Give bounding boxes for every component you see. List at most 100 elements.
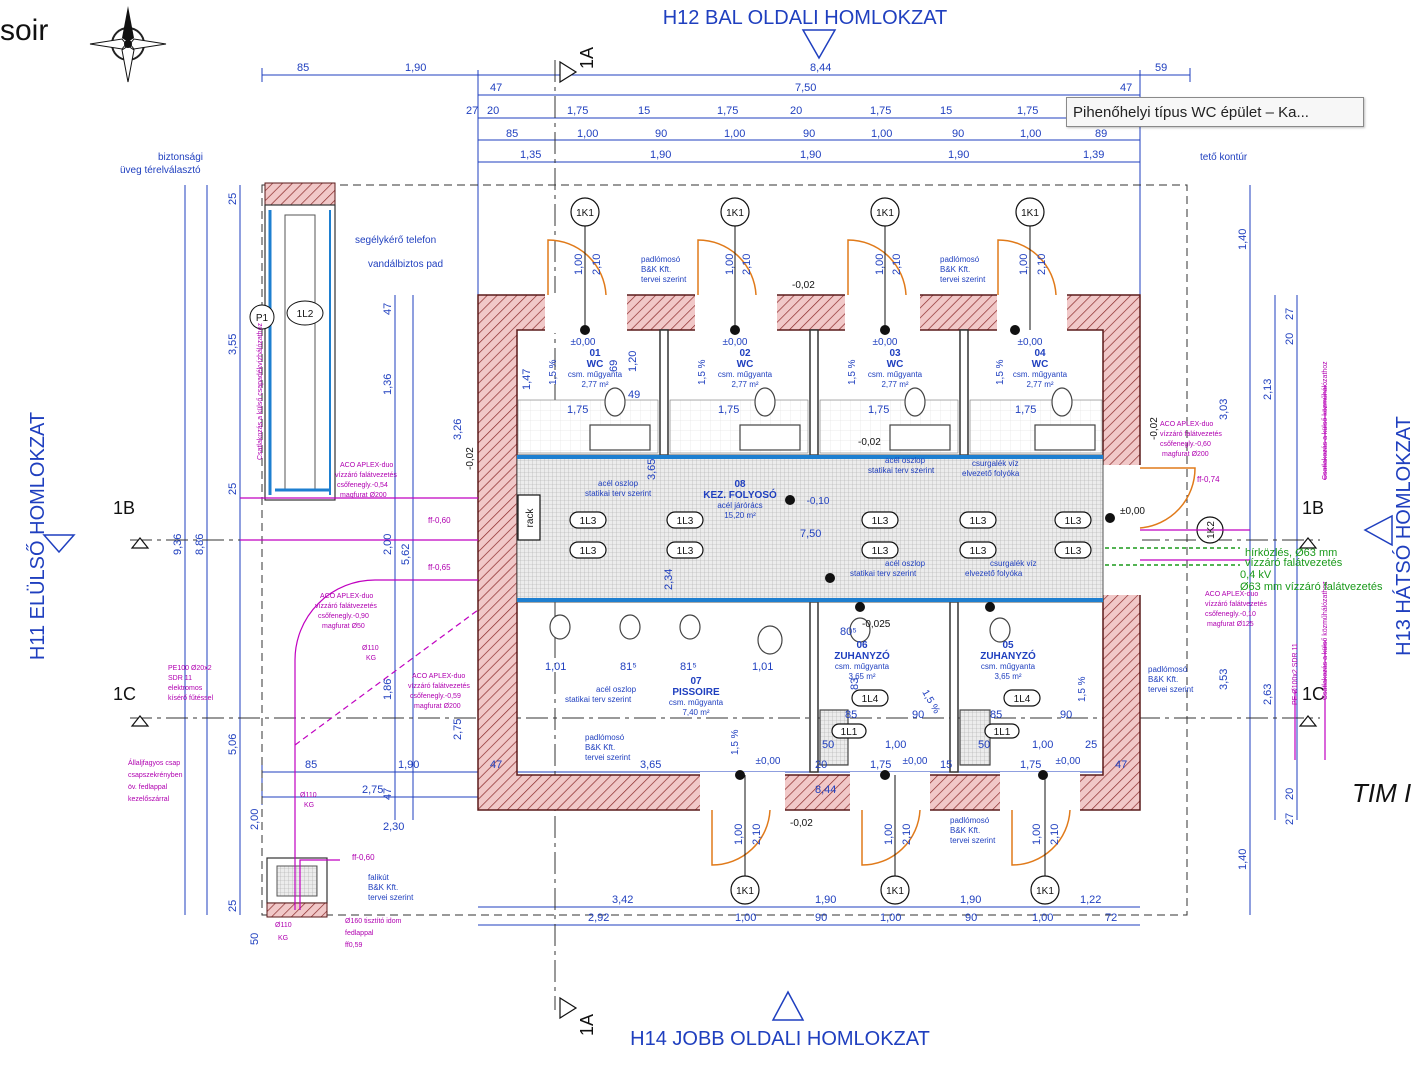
dim-t3-3: 15	[638, 105, 650, 117]
ann-floorwash-5b: B&K Kft.	[1148, 675, 1178, 684]
shw-w1: 85	[845, 709, 857, 721]
aco-l2-d: magfurat Ø50	[322, 623, 365, 630]
wc-width-4: 1,75	[1015, 404, 1036, 416]
room-03-name: WC	[887, 359, 904, 370]
dim-b1-2: 1,90	[960, 894, 981, 906]
door-bot-3: 1,00	[1031, 824, 1043, 845]
section-1a-top: 1A	[577, 47, 597, 69]
tag-boxes	[517, 494, 1092, 739]
dim-t3-7: 15	[940, 105, 952, 117]
dim-t3-5: 20	[790, 105, 802, 117]
aco-l3-b: vízzáró falátvezetés	[408, 683, 470, 690]
corr-h2: 2,34	[663, 569, 675, 590]
ann-dim-230: 2,30	[383, 821, 404, 833]
elevation-bottom-title: H14 JOBB OLDALI HOMLOKZAT	[630, 1028, 930, 1050]
dim-t4-7: 1,00	[1020, 128, 1041, 140]
dim-r-out-3: 1,40	[1237, 849, 1249, 870]
aco-r2-b: vízzáró falátvezetés	[1205, 601, 1267, 608]
section-1b-right: 1B	[1302, 498, 1324, 518]
ann-floorwash-1b: B&K Kft.	[641, 265, 671, 274]
depth-bot-1: 2,10	[751, 824, 763, 845]
inspection-b: fedlappal	[345, 930, 374, 937]
depth-bot-3: 2,10	[1049, 824, 1061, 845]
door-bot-2: 1,00	[883, 824, 895, 845]
room-08-name: KEZ. FOLYOSÓ	[703, 488, 777, 501]
elevation-markers	[42, 29, 1393, 1021]
room-04-area: 2,77 m²	[1026, 380, 1053, 389]
compass-icon	[89, 6, 167, 83]
corr-h1: 3,65	[646, 459, 658, 480]
ann-drip-2b: elvezető folyóka	[965, 569, 1023, 578]
shw-w4b: 1,00	[1032, 739, 1053, 751]
room-06-name: ZUHANYZÓ	[834, 649, 890, 662]
frost-tap-d: kezelőszárral	[128, 796, 170, 803]
ann-comm-1: hírközlés, Ø63 mm	[1245, 547, 1337, 559]
room-05-finish: csm. műgyanta	[981, 662, 1036, 671]
door-tag-05: 1K1	[1036, 886, 1054, 897]
ff-060-left: ff-0,60	[428, 516, 451, 525]
dim-t1-2: 8,44	[810, 62, 831, 74]
dim-b1-3: 1,22	[1080, 894, 1101, 906]
dim-t2-2: 47	[1120, 82, 1132, 94]
dim-r-out-1: 3,03	[1218, 399, 1230, 420]
room-labels: 01 WC csm. műgyanta 2,77 m² ±0,00 02 WC …	[568, 337, 1081, 767]
tray-tag-05: 1L1	[994, 727, 1011, 738]
room-08-level: -0,10	[807, 496, 830, 507]
ann-floorwash-5c: tervei szerint	[1148, 685, 1194, 694]
conn-right2: Csatlakozás a külső közműhálózathoz	[1322, 581, 1329, 700]
room-06-num: 06	[856, 640, 868, 651]
dim-l-in-1: 3,55	[227, 334, 239, 355]
roof-contour	[261, 184, 1188, 916]
dim-t5-3: 1,90	[948, 149, 969, 161]
dim-l-misc-2: 2,75	[452, 719, 464, 740]
wc-depth-4: 2,10	[1036, 254, 1048, 275]
conn-left: Csatlakozás a külső csapadékvízhálózatho…	[257, 323, 264, 460]
dim-t4-6: 90	[952, 128, 964, 140]
shw-w2b: 90	[1060, 709, 1072, 721]
pe-pipe-b: SDR 11	[168, 675, 192, 682]
pe-pipe-d: kísérő fűtéssel	[168, 695, 214, 702]
aco-r2-c: csőfenegly.-0,10	[1205, 611, 1256, 618]
room-07-name: PISSOIRE	[672, 687, 720, 698]
dim-b2-2: 90	[815, 912, 827, 924]
green-lines	[1105, 547, 1240, 566]
slope-07: 1,5 %	[730, 729, 741, 755]
wc-h1: 1,47	[521, 369, 533, 390]
wc-diag: 49	[628, 389, 640, 401]
dim-t4-3: 1,00	[724, 128, 745, 140]
room-03-level: ±0,00	[873, 337, 898, 348]
dim-t3-4: 1,75	[717, 105, 738, 117]
ann-steelpost-2b: statikai terv szerint	[868, 466, 935, 475]
dim-t2-0: 47	[490, 82, 502, 94]
rack-tag: rack	[525, 508, 536, 528]
dim-r-sm-0: 20	[1284, 333, 1296, 345]
room-05-num: 05	[1002, 640, 1014, 651]
level-top-door: -0,02	[792, 280, 815, 291]
pipe-kg2-b: KG	[304, 802, 314, 809]
dim-l-in2-0: 47	[382, 303, 394, 315]
dim-b3-6: 15	[940, 759, 952, 771]
level-left: -0,02	[465, 447, 476, 470]
ann-wall-well-2: B&K Kft.	[368, 883, 398, 892]
dim-b2-1: 1,00	[735, 912, 756, 924]
floor-level-labels: ff-0,60 ff-0,65 ff-0,74 ff-0,60	[352, 475, 1220, 862]
room-02-area: 2,77 m²	[731, 380, 758, 389]
pipe-kg2-a: Ø110	[300, 792, 317, 799]
ann-power-1: 0,4 kV	[1240, 569, 1272, 581]
door-tag-leaders	[584, 226, 1046, 876]
grate-tag-10: 1L3	[1065, 546, 1082, 557]
ann-floorwash-5a: padlómosó	[1148, 665, 1188, 674]
dim-t5-0: 1,35	[520, 149, 541, 161]
slope-05: 1,5 %	[1077, 676, 1088, 702]
dim-r-sm-2: 20	[1284, 788, 1296, 800]
grate-tag-8: 1L3	[872, 546, 889, 557]
post-tag: P1	[256, 313, 269, 324]
dim-b3-1: 1,90	[398, 759, 419, 771]
bottom-dimension-texts: 3,42 1,90 1,90 1,22 2,92 1,00 90 1,00 90…	[305, 759, 1127, 924]
blue-annotations: biztonsági üveg térelválasztó segélykérő…	[120, 152, 1248, 902]
level-shower: -0,025	[862, 619, 891, 630]
ann-safety-glass: biztonsági	[158, 152, 203, 163]
inspection-c: ff0,59	[345, 942, 362, 949]
elevation-left-title: H11 ELÜLSŐ HOMLOKZAT	[26, 412, 49, 660]
ann-floorwash-1c: tervei szerint	[641, 275, 687, 284]
